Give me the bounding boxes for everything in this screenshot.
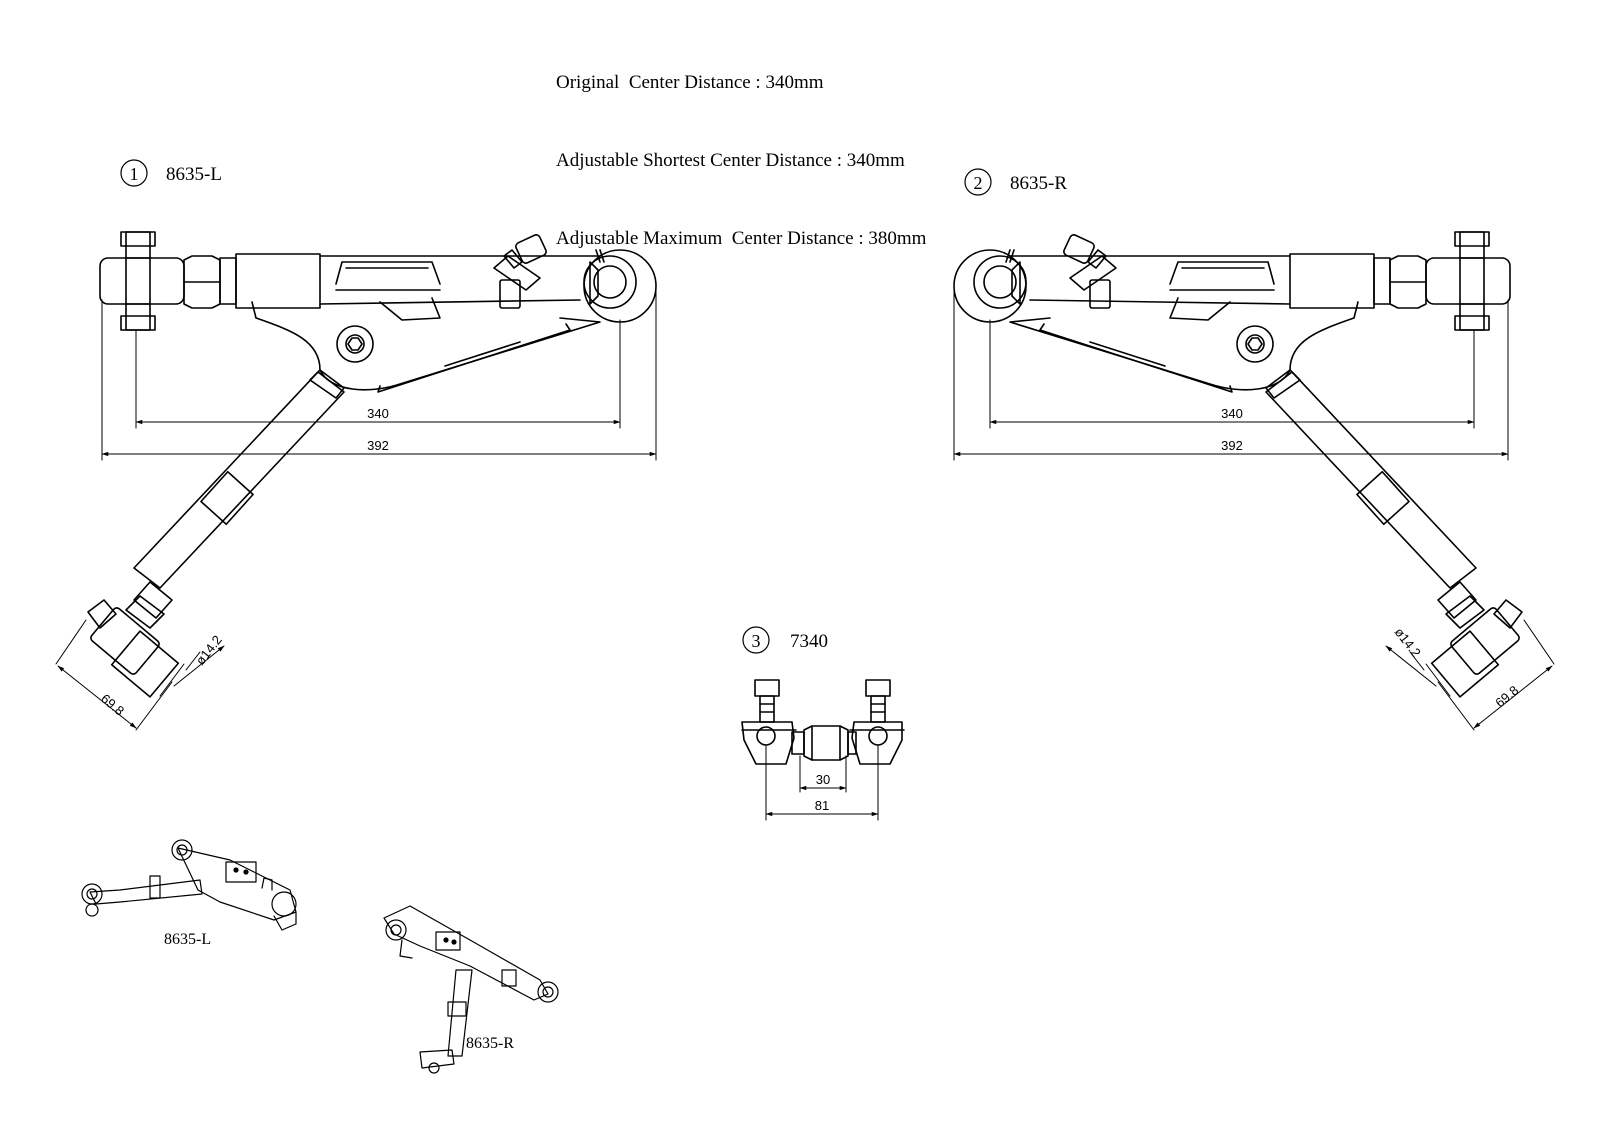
- spec-line-shortest: Adjustable Shortest Center Distance : 34…: [556, 150, 905, 171]
- part-2-code: 8635-R: [1010, 173, 1067, 194]
- part-3-code: 7340: [790, 631, 828, 652]
- link-overall-distance: 81: [815, 798, 829, 813]
- part-1-code: 8635-L: [166, 164, 222, 185]
- right-arm-thumbnail: [383, 905, 559, 1074]
- right-dimensions: [953, 289, 1555, 731]
- left-overall-length: 392: [367, 438, 389, 453]
- part-1-number: 1: [130, 164, 139, 184]
- spec-line-original: Original Center Distance : 340mm: [556, 72, 824, 93]
- left-bore-diameter: ø14.2: [193, 632, 225, 667]
- left-end-width: 69.8: [98, 691, 127, 719]
- left-thumbnail-label: 8635-L: [164, 931, 211, 948]
- right-end-width: 69.8: [1492, 683, 1521, 711]
- left-arm-thumbnail: [81, 839, 297, 931]
- right-center-distance: 340: [1221, 406, 1243, 421]
- left-dimensions: [55, 289, 657, 731]
- left-arm-drawing: [87, 231, 657, 698]
- part-3-number: 3: [752, 631, 761, 651]
- link-dimensions: [765, 745, 879, 821]
- spec-line-maximum: Adjustable Maximum Center Distance : 380…: [556, 228, 927, 249]
- link-inner-distance: 30: [816, 772, 830, 787]
- right-thumbnail-label: 8635-R: [466, 1035, 514, 1052]
- part-1-label: 1 8635-L: [120, 159, 222, 187]
- left-center-distance: 340: [367, 406, 389, 421]
- part-2-label: 2 8635-R: [964, 168, 1067, 196]
- part-2-number: 2: [974, 173, 983, 193]
- right-overall-length: 392: [1221, 438, 1243, 453]
- part-3-label: 3 7340: [742, 626, 828, 654]
- right-arm-drawing: [953, 231, 1523, 698]
- spec-notes: Original Center Distance : 340mm Adjusta…: [556, 18, 926, 304]
- link-drawing: [741, 679, 905, 765]
